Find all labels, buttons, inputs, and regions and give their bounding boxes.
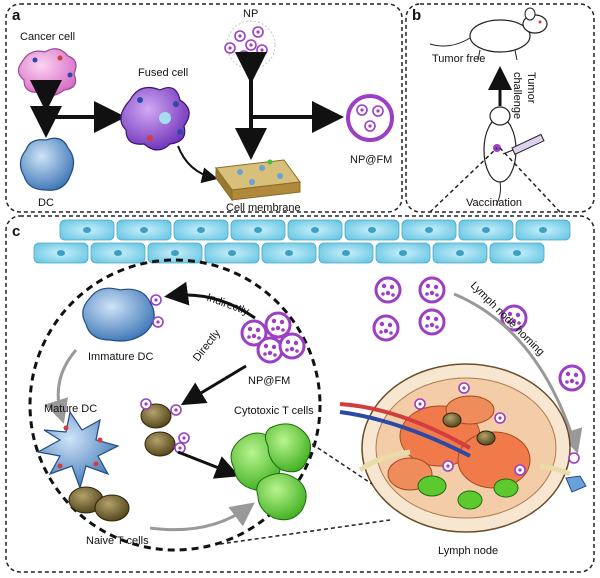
epithelial-nucleus	[228, 250, 236, 256]
zoom-connector-bottom	[219, 519, 391, 545]
fused-cell-shape	[120, 87, 190, 151]
cancer-cell-shape	[17, 48, 77, 97]
epithelium-layer	[33, 219, 571, 264]
cell-membrane-label: Cell membrane	[226, 202, 301, 214]
naive-t-label: Naive T cells	[86, 535, 149, 547]
cytotoxic-t-cells	[230, 423, 311, 521]
maturation-arrow	[45, 349, 78, 424]
epithelial-nucleus	[285, 250, 293, 256]
epithelial-nucleus	[539, 227, 547, 233]
panel-c-frame	[5, 215, 595, 573]
epithelial-nucleus	[254, 227, 262, 233]
tumor-challenge-label-2: challenge	[511, 72, 523, 119]
epithelial-nucleus	[368, 227, 376, 233]
fused-to-membrane-arrow	[177, 145, 218, 184]
mouse-vaccinated	[483, 106, 517, 206]
tumor-challenge-label-1: Tumor	[525, 72, 537, 104]
panel-c-label: c	[12, 223, 20, 240]
cytotoxic-t-label: Cytotoxic T cells	[234, 405, 314, 417]
epithelial-nucleus	[513, 250, 521, 256]
panel-a-frame	[5, 3, 403, 213]
panel-b-label: b	[412, 7, 421, 24]
mature-dc-shape	[36, 410, 120, 490]
np-fm-cluster-label: NP@FM	[248, 375, 290, 387]
dc-label: DC	[38, 197, 54, 209]
epithelial-nucleus	[482, 227, 490, 233]
epithelial-nucleus	[83, 227, 91, 233]
epithelial-nucleus	[140, 227, 148, 233]
connector-left	[429, 147, 498, 213]
activation-arrow	[177, 450, 240, 479]
epithelial-nucleus	[171, 250, 179, 256]
panel-b-frame	[405, 3, 595, 213]
t-cells-with-np	[140, 398, 190, 457]
lymph-node-homing-label: Lymph node homing	[468, 280, 547, 359]
homing-arrow	[453, 292, 583, 454]
mature-dc-label: Mature DC	[44, 403, 97, 415]
epithelial-nucleus	[399, 250, 407, 256]
directly-label: Directly	[191, 327, 223, 364]
immune-circle	[28, 258, 322, 552]
np-label: NP	[243, 8, 258, 20]
np-fm-cluster	[240, 311, 306, 364]
np-fm-label: NP@FM	[350, 154, 392, 166]
epithelial-nucleus	[57, 250, 65, 256]
lymph-node-label: Lymph node	[438, 545, 498, 557]
directly-arrow	[180, 364, 247, 406]
immature-dc-shape	[82, 287, 155, 342]
connector-right	[499, 147, 561, 213]
epithelial-nucleus	[342, 250, 350, 256]
mouse-tumor-free	[429, 7, 548, 61]
lymph-node	[339, 363, 587, 533]
zoom-connector-top	[311, 443, 373, 485]
cancer-cell-label: Cancer cell	[20, 31, 75, 43]
immature-dc-label: Immature DC	[88, 351, 153, 363]
naive-t-cells	[68, 486, 130, 522]
fused-cell-label: Fused cell	[138, 67, 188, 79]
indirectly-label: Indirectly	[205, 292, 251, 319]
panel-a-label: a	[12, 7, 21, 24]
epithelial-nucleus	[311, 227, 319, 233]
epithelial-nucleus	[425, 227, 433, 233]
np-fm-particle	[346, 94, 394, 142]
indirectly-arrow	[164, 281, 256, 320]
tumor-free-label: Tumor free	[432, 53, 485, 65]
cell-membrane-slab	[215, 159, 301, 202]
epithelial-nucleus	[456, 250, 464, 256]
dc-cell-shape	[19, 137, 75, 191]
priming-arrow	[149, 502, 255, 532]
epithelial-nucleus	[197, 227, 205, 233]
np-cluster	[224, 20, 276, 70]
epithelial-nucleus	[114, 250, 122, 256]
vaccination-label: Vaccination	[466, 197, 522, 209]
